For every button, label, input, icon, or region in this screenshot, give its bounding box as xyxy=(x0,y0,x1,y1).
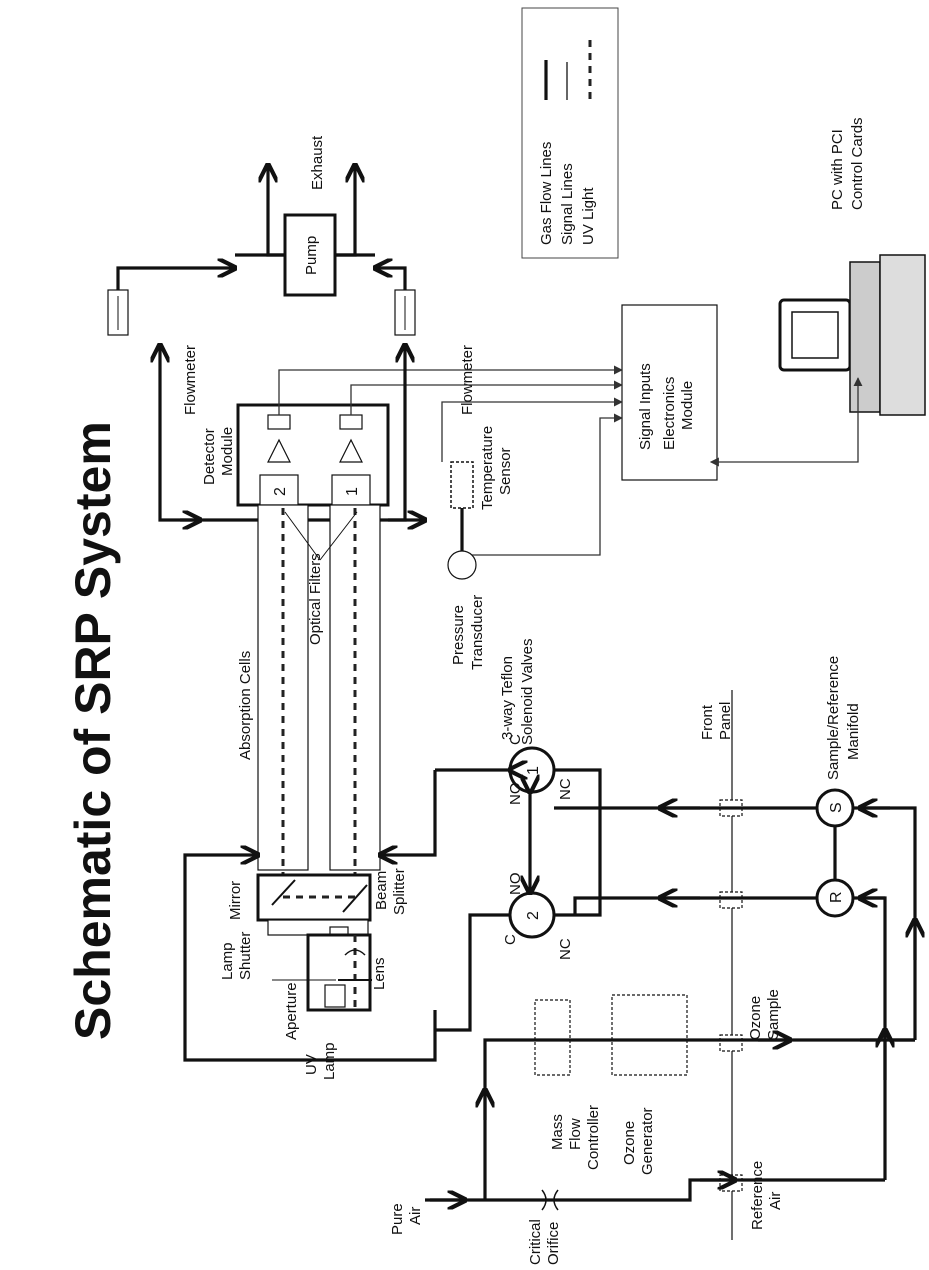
front-panel: Front Panel xyxy=(699,690,743,1240)
filter-1-label: 1 xyxy=(344,487,361,496)
legend-gas-label: Gas Flow Lines xyxy=(538,142,555,245)
sample-ref-label-1: Sample/Reference xyxy=(825,656,842,780)
lamp-shutter-label-2: Shutter xyxy=(237,932,254,980)
sample-reference-manifold: S R Sample/Reference Manifold xyxy=(554,656,915,1180)
filter-1 xyxy=(331,474,371,506)
cell-inlet-lines xyxy=(183,770,437,1062)
flowmeter-lower: Flowmeter xyxy=(375,268,476,415)
flowmeter-upper-label: Flowmeter xyxy=(182,345,199,415)
page-title: Schematic of SRP System xyxy=(65,421,121,1040)
electronics-label-2: Module xyxy=(679,381,696,430)
pressure-transducer-body xyxy=(447,550,477,580)
pressure-label-1: Pressure xyxy=(450,605,467,665)
sample-ref-label-2: Manifold xyxy=(845,703,862,760)
valve-1-nc-label: NC xyxy=(557,778,574,800)
temp-label-2: Sensor xyxy=(497,447,514,495)
valve-1-no-label: NO xyxy=(507,783,524,806)
pc-computer: PC with PCI Control Cards xyxy=(778,117,926,416)
pump-assembly: Pump Exhaust xyxy=(235,135,375,297)
absorption-cells-label: Absorption Cells xyxy=(237,651,254,760)
signal-lines xyxy=(278,365,863,556)
ozone-gen-label-1: Ozone xyxy=(621,1121,638,1165)
lamp-shutter-label-1: Lamp xyxy=(219,942,236,980)
ozone-generation: Mass Flow Controller Ozone Generator Ozo… xyxy=(485,989,915,1200)
valve-1-label: 1 xyxy=(525,766,542,775)
valve-1-c-label: C xyxy=(507,734,524,745)
detector-label-1: Detector xyxy=(201,428,218,485)
detector-label-2: Module xyxy=(219,427,236,476)
legend-uv-label: UV Light xyxy=(580,187,597,245)
temperature-sensor-body xyxy=(450,461,474,509)
valve-2-no-label: NO xyxy=(507,873,524,896)
absorption-cell-1 xyxy=(329,504,381,871)
pc-label-1: PC with PCI xyxy=(829,129,846,210)
pressure-transducer: Pressure Transducer xyxy=(447,550,486,670)
pressure-label-2: Transducer xyxy=(469,595,486,670)
electronics-label-1: Electronics xyxy=(661,377,678,450)
absorption-cell-2 xyxy=(257,504,309,871)
valve-2-c-label: C xyxy=(502,934,519,945)
uv-lamp-label-1: UV xyxy=(303,1054,320,1075)
optical-filters-label: Optical Filters xyxy=(307,553,324,645)
valve-2-nc-label: NC xyxy=(557,938,574,960)
manifold-r-label: R xyxy=(828,891,845,903)
detector-module: Detector Module 2 1 xyxy=(201,403,390,507)
ozone-sample-label-1: Ozone xyxy=(747,996,764,1040)
beam-label-1: Beam xyxy=(373,871,390,910)
pc-label-2: Control Cards xyxy=(849,117,866,210)
signal-inputs-label: Signal Inputs xyxy=(637,363,654,450)
pure-air-label-2: Air xyxy=(407,1207,424,1225)
uv-lamp xyxy=(324,984,346,1008)
mfc-label-2: Flow xyxy=(567,1118,584,1150)
flowmeter-lower-label: Flowmeter xyxy=(459,345,476,415)
legend: Gas Flow Lines Signal Lines UV Light xyxy=(521,7,619,259)
pc-keyboard xyxy=(879,254,926,416)
legend-signal-label: Signal Lines xyxy=(559,163,576,245)
manifold-s-label: S xyxy=(828,802,845,813)
ozone-generator xyxy=(611,994,688,1076)
mfc-label-3: Controller xyxy=(585,1105,602,1170)
ozone-gen-label-2: Generator xyxy=(639,1107,656,1175)
electronics-box xyxy=(621,304,718,481)
lens xyxy=(344,949,366,956)
electronics-module: Signal Inputs Electronics Module xyxy=(621,304,718,481)
absorption-cells: Absorption Cells Optical Filters xyxy=(237,504,381,905)
exhaust-label: Exhaust xyxy=(309,135,326,190)
filter-2 xyxy=(259,474,299,506)
pump-label: Pump xyxy=(303,236,320,275)
solenoid-label-2: Solenoid Valves xyxy=(519,639,536,745)
reference-air-label-2: Air xyxy=(767,1192,784,1210)
front-panel-label-1: Front xyxy=(699,704,716,740)
beam-label-2: Splitter xyxy=(391,868,408,915)
ozone-sample-label-2: Sample xyxy=(765,989,782,1040)
mirror-label: Mirror xyxy=(227,881,244,920)
reference-air-label-1: Reference xyxy=(749,1161,766,1230)
mirror xyxy=(271,879,296,906)
filter-2-label: 2 xyxy=(272,487,289,496)
temperature-sensor: Temperature Sensor xyxy=(450,426,514,510)
front-panel-label-2: Panel xyxy=(717,702,734,740)
lamp-shutter-plate xyxy=(267,919,369,936)
critical-orifice xyxy=(541,1189,559,1211)
temp-label-1: Temperature xyxy=(479,426,496,510)
solenoid-label-1: 3-way Teflon xyxy=(499,656,516,740)
pure-air-label-1: Pure xyxy=(389,1203,406,1235)
solenoid-valves: 1 2 C NO NC NO C NC 3-way Teflon Solenoi… xyxy=(435,639,602,1032)
valve-2-label: 2 xyxy=(525,911,542,920)
critical-label-2: Orifice xyxy=(545,1222,562,1265)
aperture-label: Aperture xyxy=(283,982,300,1040)
mass-flow-controller xyxy=(534,999,571,1076)
lens-label: Lens xyxy=(371,957,388,990)
pc-case xyxy=(849,261,881,413)
pump-box xyxy=(283,213,337,297)
air-supply: Pure Air Critical Orifice Reference Air xyxy=(389,1161,885,1265)
flowmeter-upper: Flowmeter xyxy=(107,268,235,415)
optical-bench: Mirror Beam Splitter Lamp Shutter Lens A… xyxy=(219,868,408,1080)
mfc-label-1: Mass xyxy=(549,1114,566,1150)
critical-label-1: Critical xyxy=(527,1219,544,1265)
